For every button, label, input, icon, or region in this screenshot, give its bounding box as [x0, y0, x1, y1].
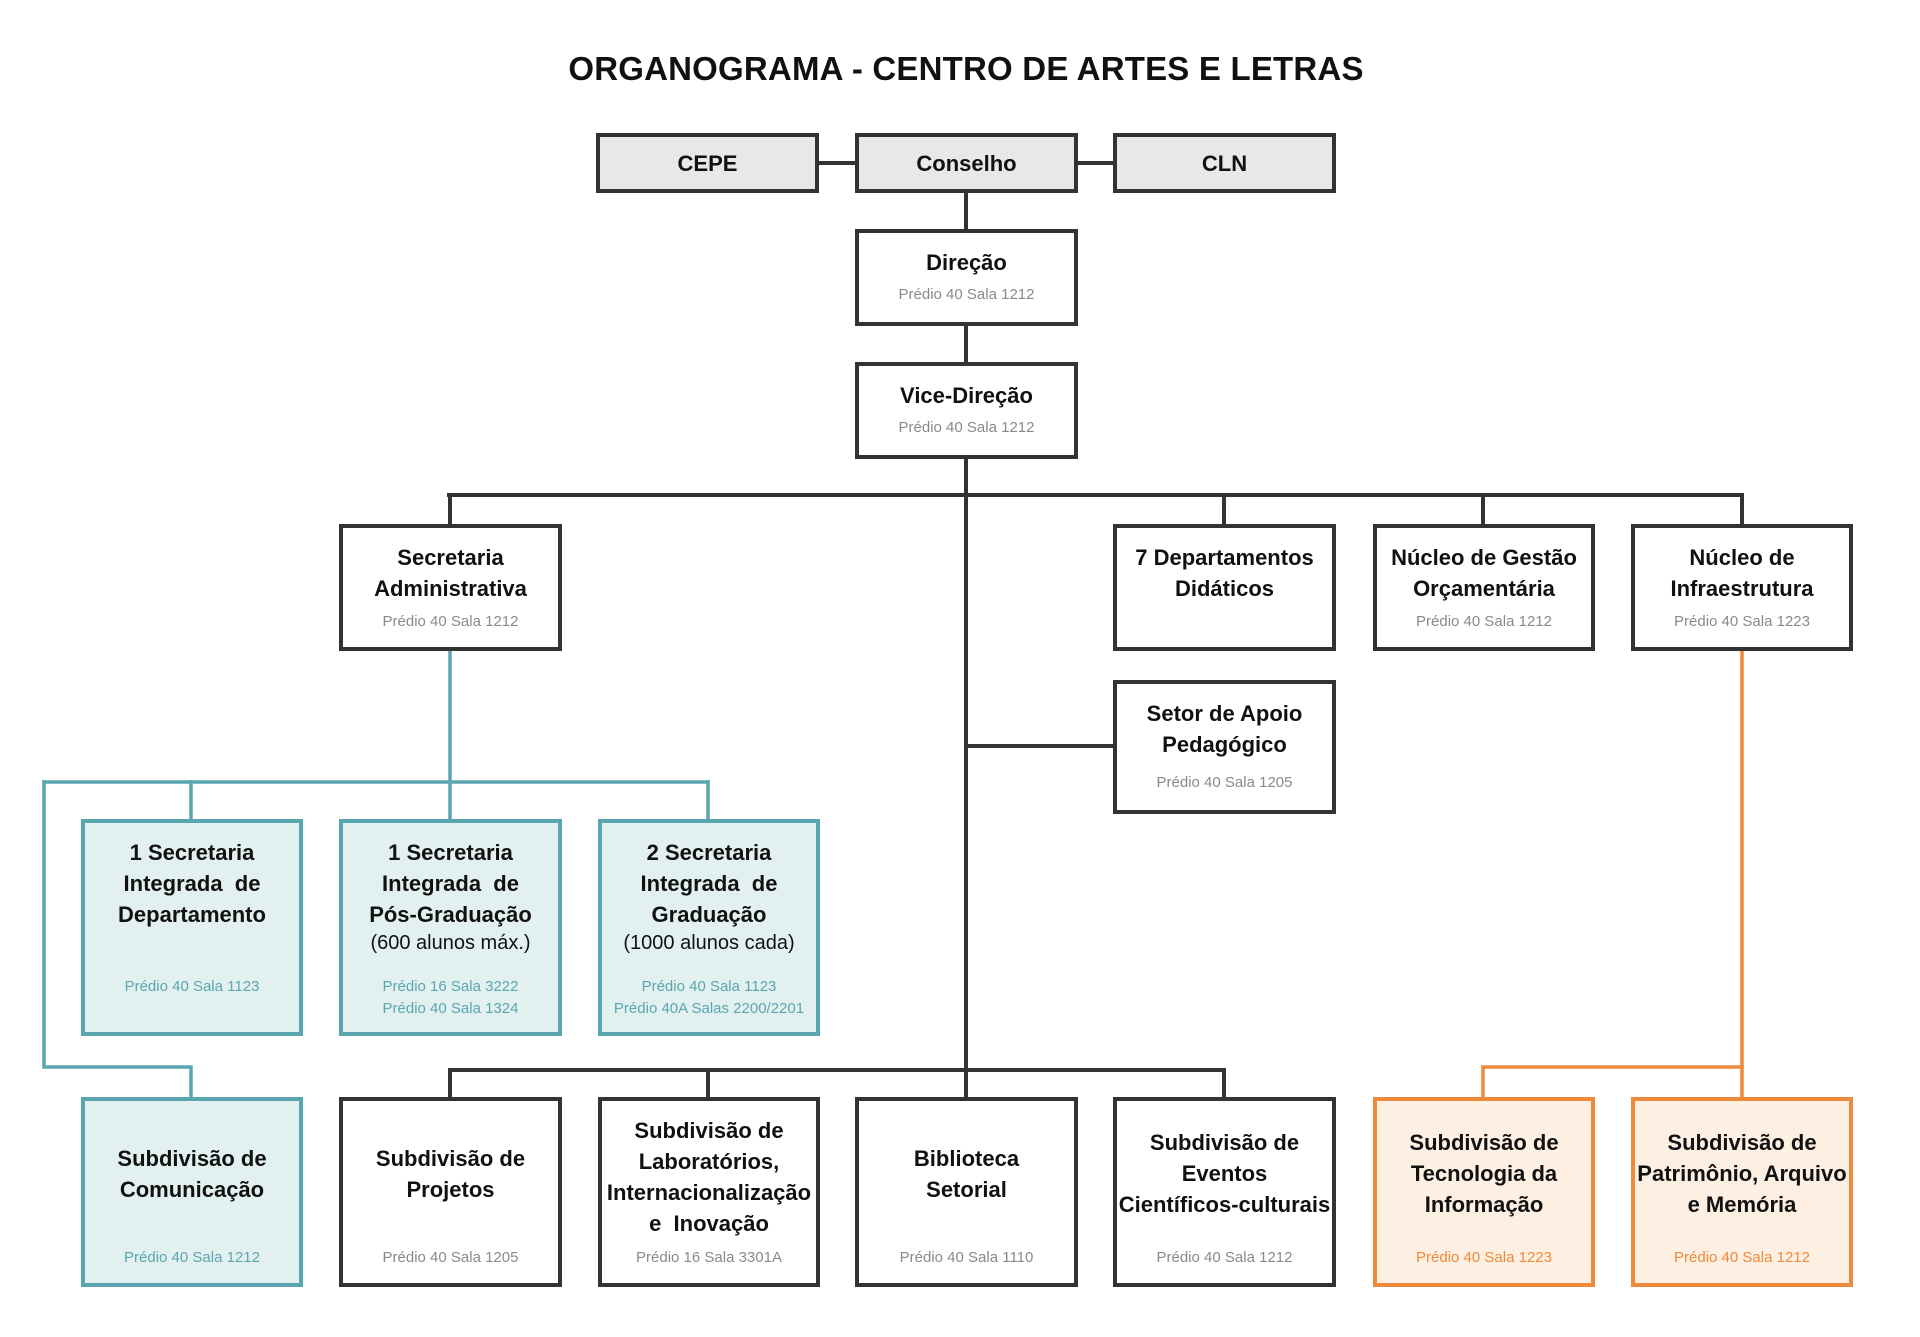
box-cepe[interactable]: CEPE — [596, 133, 819, 193]
name-line: e Inovação — [649, 1211, 769, 1236]
location: Prédio 40 Sala 1205 — [382, 1249, 519, 1266]
location: Prédio 40A Salas 2200/2201 — [613, 1000, 805, 1017]
name-line: Patrimônio, Arquivo — [1637, 1161, 1847, 1186]
orange-connectors — [1481, 648, 1744, 1099]
location: Prédio 40 Sala 1123 — [641, 978, 777, 995]
name-line: Laboratórios, — [638, 1149, 780, 1174]
location: Prédio 40 Sala 1212 — [124, 1249, 260, 1266]
name-line: 1 Secretaria — [388, 840, 513, 865]
box-direcao[interactable]: Direção Prédio 40 Sala 1212 — [855, 229, 1078, 326]
name-line: Administrativa — [374, 576, 527, 601]
box-vice-direcao[interactable]: Vice-Direção Prédio 40 Sala 1212 — [855, 362, 1078, 459]
name-line: Comunicação — [119, 1177, 265, 1202]
box-conselho[interactable]: Conselho — [855, 133, 1078, 193]
name-line: Setor de Apoio — [1146, 701, 1303, 726]
name-line: Subdivisão de — [117, 1146, 267, 1171]
box-cln-label: CLN — [1201, 150, 1248, 176]
name-line: Informação — [1424, 1192, 1544, 1217]
page-title: ORGANOGRAMA - CENTRO DE ARTES E LETRAS — [568, 50, 1364, 87]
location: Prédio 16 Sala 3301A — [636, 1249, 782, 1266]
location: Prédio 40 Sala 1123 — [124, 978, 260, 995]
name-line: Secretaria — [397, 545, 504, 570]
box-direcao-location: Prédio 40 Sala 1212 — [898, 286, 1035, 303]
location: Prédio 40 Sala 1223 — [1674, 613, 1810, 630]
box-subdivisao-patrimonio[interactable]: Subdivisão de Patrimônio, Arquivo e Memó… — [1631, 1097, 1853, 1287]
name-line: Pedagógico — [1162, 732, 1287, 757]
name-line: Internacionalização — [606, 1180, 812, 1205]
name-line: Didáticos — [1174, 576, 1275, 601]
name-line: Subdivisão de — [1667, 1130, 1817, 1155]
name-line: Integrada de — [382, 871, 519, 896]
name-line: Subdivisão de — [634, 1118, 784, 1143]
name-line: Integrada de — [640, 871, 778, 896]
location: Prédio 40 Sala 1212 — [382, 613, 519, 630]
box-secretaria-departamento[interactable]: 1 Secretaria Integrada de Departamento P… — [81, 819, 303, 1036]
name-line: Pós-Graduação — [369, 902, 532, 927]
teal-path-comunicacao — [42, 780, 193, 1099]
name-line: Graduação — [651, 902, 767, 927]
dark-connectors — [447, 161, 1744, 1099]
name-line: e Memória — [1687, 1192, 1797, 1217]
box-setor-apoio-pedagogico[interactable]: Setor de Apoio Pedagógico Prédio 40 Sala… — [1113, 680, 1336, 814]
box-biblioteca-setorial[interactable]: Biblioteca Setorial Prédio 40 Sala 1110 — [855, 1097, 1078, 1287]
box-subdivisao-ti[interactable]: Subdivisão de Tecnologia da Informação P… — [1373, 1097, 1595, 1287]
box-cln[interactable]: CLN — [1113, 133, 1336, 193]
name-line: 1 Secretaria — [129, 840, 255, 865]
location: Prédio 16 Sala 3222 — [382, 978, 519, 995]
name-line: Biblioteca — [913, 1146, 1020, 1171]
name-line: Núcleo de Gestão — [1391, 545, 1577, 570]
location: Prédio 40 Sala 1324 — [382, 1000, 519, 1017]
box-secretaria-administrativa[interactable]: Secretaria Administrativa Prédio 40 Sala… — [339, 524, 562, 651]
name-line: Núcleo de — [1689, 545, 1795, 570]
box-nucleo-gestao-orcamentaria[interactable]: Núcleo de Gestão Orçamentária Prédio 40 … — [1373, 524, 1595, 651]
name-line: Integrada de — [123, 871, 261, 896]
box-subdivisao-comunicacao[interactable]: Subdivisão de Comunicação Prédio 40 Sala… — [81, 1097, 303, 1287]
box-vice-direcao-location: Prédio 40 Sala 1212 — [898, 419, 1035, 436]
name-line: Tecnologia da — [1410, 1161, 1558, 1186]
location: Prédio 40 Sala 1205 — [1156, 774, 1293, 791]
capacity-note: (600 alunos máx.) — [370, 932, 531, 954]
name-line: Orçamentária — [1413, 576, 1555, 601]
name-line: Científicos-culturais — [1118, 1192, 1331, 1217]
location: Prédio 40 Sala 1212 — [1674, 1249, 1810, 1266]
capacity-note: (1000 alunos cada) — [623, 932, 795, 954]
box-secretaria-pos-graduacao[interactable]: 1 Secretaria Integrada de Pós-Graduação … — [339, 819, 562, 1036]
name-line: 2 Secretaria — [646, 840, 772, 865]
name-line: Setorial — [926, 1177, 1007, 1202]
box-subdivisao-eventos[interactable]: Subdivisão de Eventos Científicos-cultur… — [1113, 1097, 1336, 1287]
name-line: Eventos — [1181, 1161, 1268, 1186]
teal-connectors — [42, 648, 710, 1099]
name-line: Infraestrutura — [1670, 576, 1814, 601]
name-line: Subdivisão de — [1409, 1130, 1559, 1155]
box-cepe-label: CEPE — [677, 150, 738, 176]
name-line: Subdivisão de — [1149, 1130, 1300, 1155]
box-secretaria-graduacao[interactable]: 2 Secretaria Integrada de Graduação (100… — [598, 819, 820, 1036]
name-line: 7 Departamentos — [1135, 545, 1314, 570]
box-nucleo-infraestrutura[interactable]: Núcleo de Infraestrutura Prédio 40 Sala … — [1631, 524, 1853, 651]
box-subdivisao-laboratorios[interactable]: Subdivisão de Laboratórios, Internaciona… — [598, 1097, 820, 1287]
name-line: Departamento — [118, 902, 266, 927]
name-line: Subdivisão de — [375, 1146, 526, 1171]
location: Prédio 40 Sala 1110 — [899, 1249, 1034, 1266]
location: Prédio 40 Sala 1212 — [1416, 613, 1552, 630]
box-subdivisao-projetos[interactable]: Subdivisão de Projetos Prédio 40 Sala 12… — [339, 1097, 562, 1287]
box-conselho-label: Conselho — [916, 150, 1017, 176]
name-line: Projetos — [406, 1177, 495, 1202]
location: Prédio 40 Sala 1223 — [1416, 1249, 1552, 1266]
location: Prédio 40 Sala 1212 — [1156, 1249, 1293, 1266]
box-vice-direcao-name: Vice-Direção — [900, 383, 1033, 408]
orange-path-ti — [1481, 1065, 1744, 1099]
box-departamentos-didaticos[interactable]: 7 Departamentos Didáticos — [1113, 524, 1336, 651]
box-direcao-name: Direção — [926, 250, 1007, 275]
